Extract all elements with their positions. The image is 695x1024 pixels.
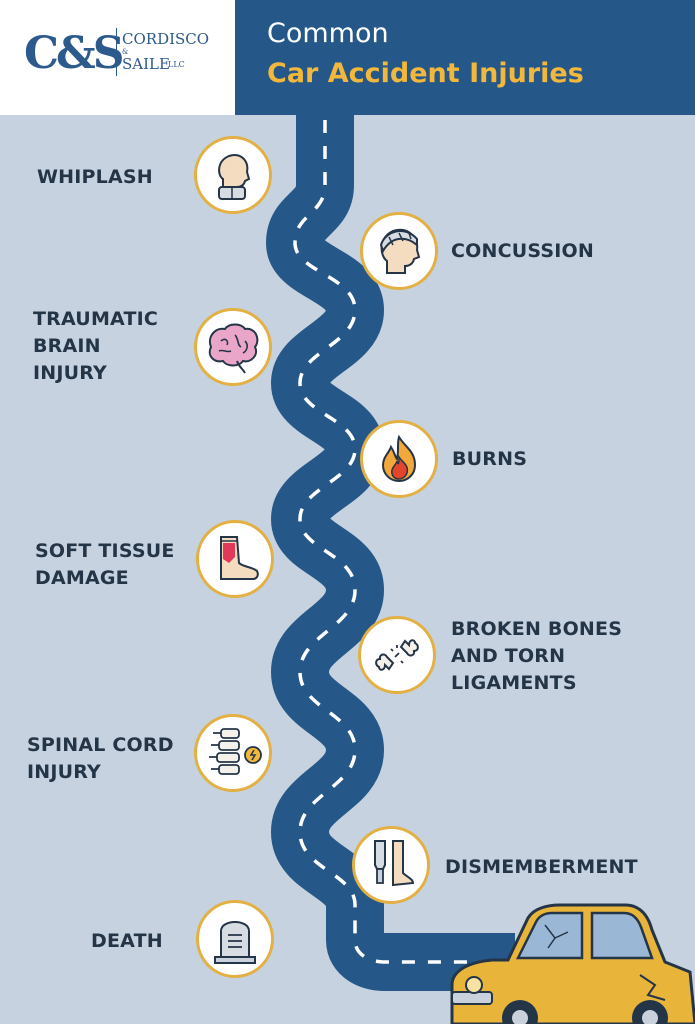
injury-label-soft-tissue-damage: SOFT TISSUE DAMAGE bbox=[35, 540, 175, 589]
logo-divider bbox=[116, 28, 117, 76]
logo-name-line1: CORDISCO bbox=[122, 30, 210, 48]
injury-label-concussion: CONCUSSION bbox=[451, 240, 595, 262]
injury-label-spinal-cord-injury: SPINAL CORD INJURY bbox=[27, 734, 174, 783]
logo-ampersand: & bbox=[122, 48, 129, 56]
title-line2: Car Accident Injuries bbox=[267, 58, 584, 89]
injury-label-burns: BURNS bbox=[452, 448, 528, 470]
logo-suffix: LLC bbox=[168, 60, 185, 69]
broken-bone-icon bbox=[358, 616, 436, 694]
header-banner: Common Car Accident Injuries bbox=[235, 0, 695, 115]
injury-label-death: DEATH bbox=[91, 930, 163, 952]
injury-label-dismemberment: DISMEMBERMENT bbox=[445, 856, 638, 878]
injury-label-whiplash: WHIPLASH bbox=[37, 166, 153, 188]
neck-brace-icon bbox=[194, 136, 272, 214]
spine-icon bbox=[194, 714, 272, 792]
injured-foot-icon bbox=[196, 520, 274, 598]
brain-icon bbox=[194, 308, 272, 386]
flame-icon bbox=[360, 420, 438, 498]
logo-mark: C&S bbox=[24, 28, 125, 79]
title-line1: Common bbox=[267, 18, 389, 49]
injury-label-traumatic-brain-injury: TRAUMATIC BRAIN INJURY bbox=[33, 308, 159, 384]
injury-label-broken-bones: BROKEN BONES AND TORN LIGAMENTS bbox=[451, 618, 623, 694]
amputated-leg-icon bbox=[352, 826, 430, 904]
logo-name-line2: SAILE bbox=[122, 55, 170, 73]
bandaged-head-icon bbox=[360, 212, 438, 290]
logo: C&S CORDISCO & SAILE LLC bbox=[0, 0, 235, 115]
tombstone-icon bbox=[196, 900, 274, 978]
